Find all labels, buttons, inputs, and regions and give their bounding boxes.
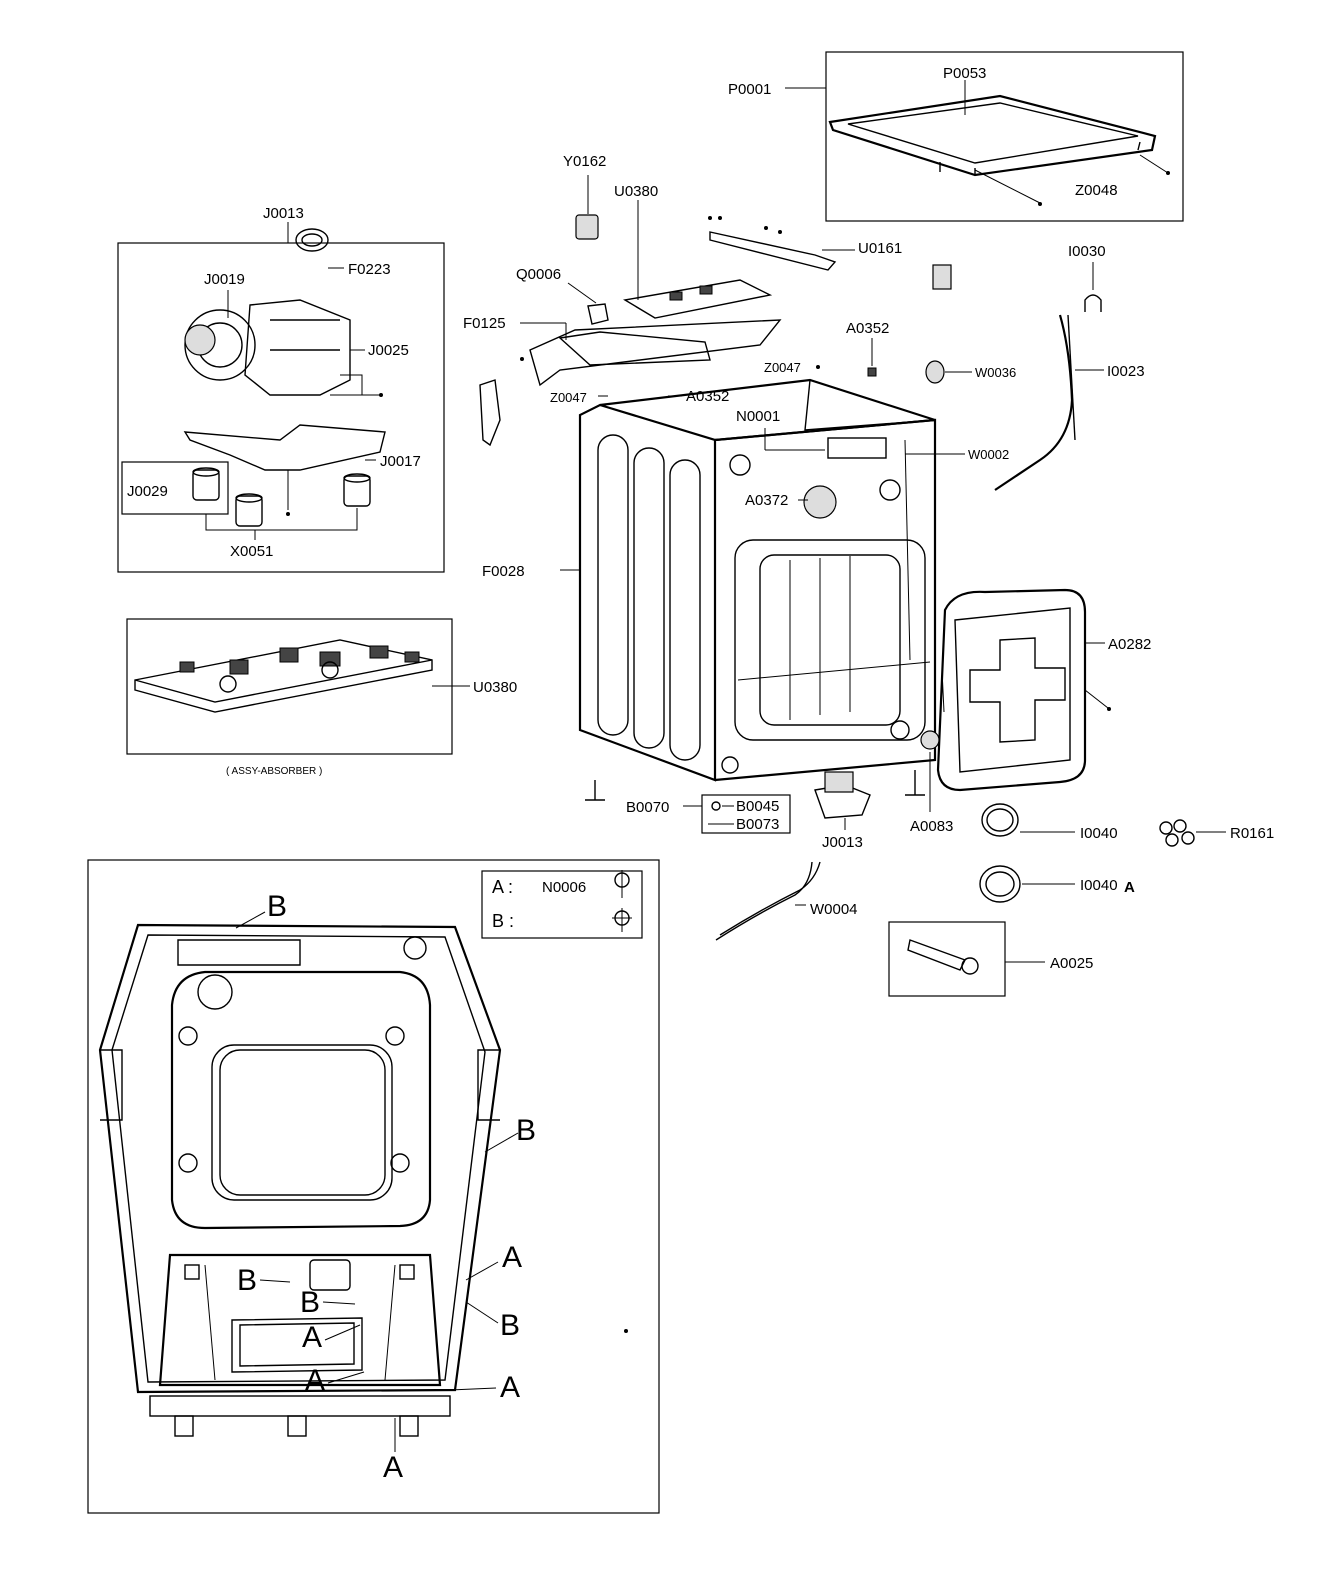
label-j0013-box: J0013	[263, 205, 304, 222]
label-i0030: I0030	[1068, 243, 1106, 260]
label-i0023: I0023	[1107, 363, 1145, 380]
label-b0070: B0070	[626, 799, 669, 816]
label-p0001: P0001	[728, 81, 771, 98]
label-b0045: B0045	[736, 798, 779, 815]
label-u0380-top: U0380	[614, 183, 658, 200]
label-j0029: J0029	[127, 483, 168, 500]
top-panel-group: P0001 P0053 Z0048	[728, 51, 1184, 222]
cabinet-group: F0028	[482, 378, 937, 801]
legend-a-key: A :	[492, 877, 513, 897]
callout-a-bottom: A	[383, 1451, 403, 1484]
label-w0004: W0004	[810, 901, 858, 918]
label-a0083: A0083	[910, 818, 953, 835]
label-f0223: F0223	[348, 261, 391, 278]
label-i0040a: I0040	[1080, 877, 1118, 894]
callout-a-right-upper: A	[502, 1241, 522, 1274]
label-q0006: Q0006	[516, 266, 561, 283]
label-u0380-box: U0380	[473, 679, 517, 696]
label-w0036: W0036	[975, 365, 1016, 380]
right-parts-group: A0282 A0083 I0040 I0040 A R0161 A0025	[626, 588, 1274, 997]
label-j0017: J0017	[380, 453, 421, 470]
label-z0047-a: Z0047	[764, 360, 801, 375]
caption-assy-absorber: ( ASSY-ABSORBER )	[226, 766, 322, 777]
label-n0001: N0001	[736, 408, 780, 425]
label-j0025: J0025	[368, 342, 409, 359]
label-j0013-bottom: J0013	[822, 834, 863, 851]
drain-pump-group: J0013 F0223 J0025 J0019 J0017 J0029	[117, 205, 445, 573]
callout-a-base-lower: A	[305, 1364, 325, 1397]
upper-parts-group: Y0162 U0380 U0161 Q0006 F0125 A0352 Z004…	[463, 153, 1145, 509]
label-r0161: R0161	[1230, 825, 1274, 842]
callout-b-top: B	[267, 890, 287, 923]
label-a0352-b: A0352	[686, 388, 729, 405]
label-i0040: I0040	[1080, 825, 1118, 842]
pcb-assembly-group: U0380 ( ASSY-ABSORBER )	[126, 618, 517, 777]
callout-b-right: B	[516, 1114, 536, 1147]
legend-a-part: N0006	[542, 879, 586, 896]
label-b0073: B0073	[736, 816, 779, 833]
label-z0048: Z0048	[1075, 182, 1118, 199]
label-w0002: W0002	[968, 447, 1009, 462]
label-a0282: A0282	[1108, 636, 1151, 653]
label-a0372: A0372	[745, 492, 788, 509]
label-y0162: Y0162	[563, 153, 606, 170]
callout-b-base-left: B	[237, 1264, 257, 1297]
label-z0047-b: Z0047	[550, 390, 587, 405]
callout-a-right-lower: A	[500, 1371, 520, 1404]
revision-mark: A	[1124, 879, 1135, 896]
label-a0025: A0025	[1050, 955, 1093, 972]
cabinet-detail-inset: A : N0006 B :	[87, 859, 660, 1514]
label-x0051: X0051	[230, 543, 273, 560]
label-j0019: J0019	[204, 271, 245, 288]
label-u0161: U0161	[858, 240, 902, 257]
callout-b-lower-right: B	[500, 1309, 520, 1342]
callout-a-base-center: A	[302, 1321, 322, 1354]
label-a0352-a: A0352	[846, 320, 889, 337]
label-p0053: P0053	[943, 65, 986, 82]
label-f0028: F0028	[482, 563, 525, 580]
label-f0125: F0125	[463, 315, 506, 332]
callout-b-base-center: B	[300, 1286, 320, 1319]
legend-b-key: B :	[492, 911, 514, 931]
